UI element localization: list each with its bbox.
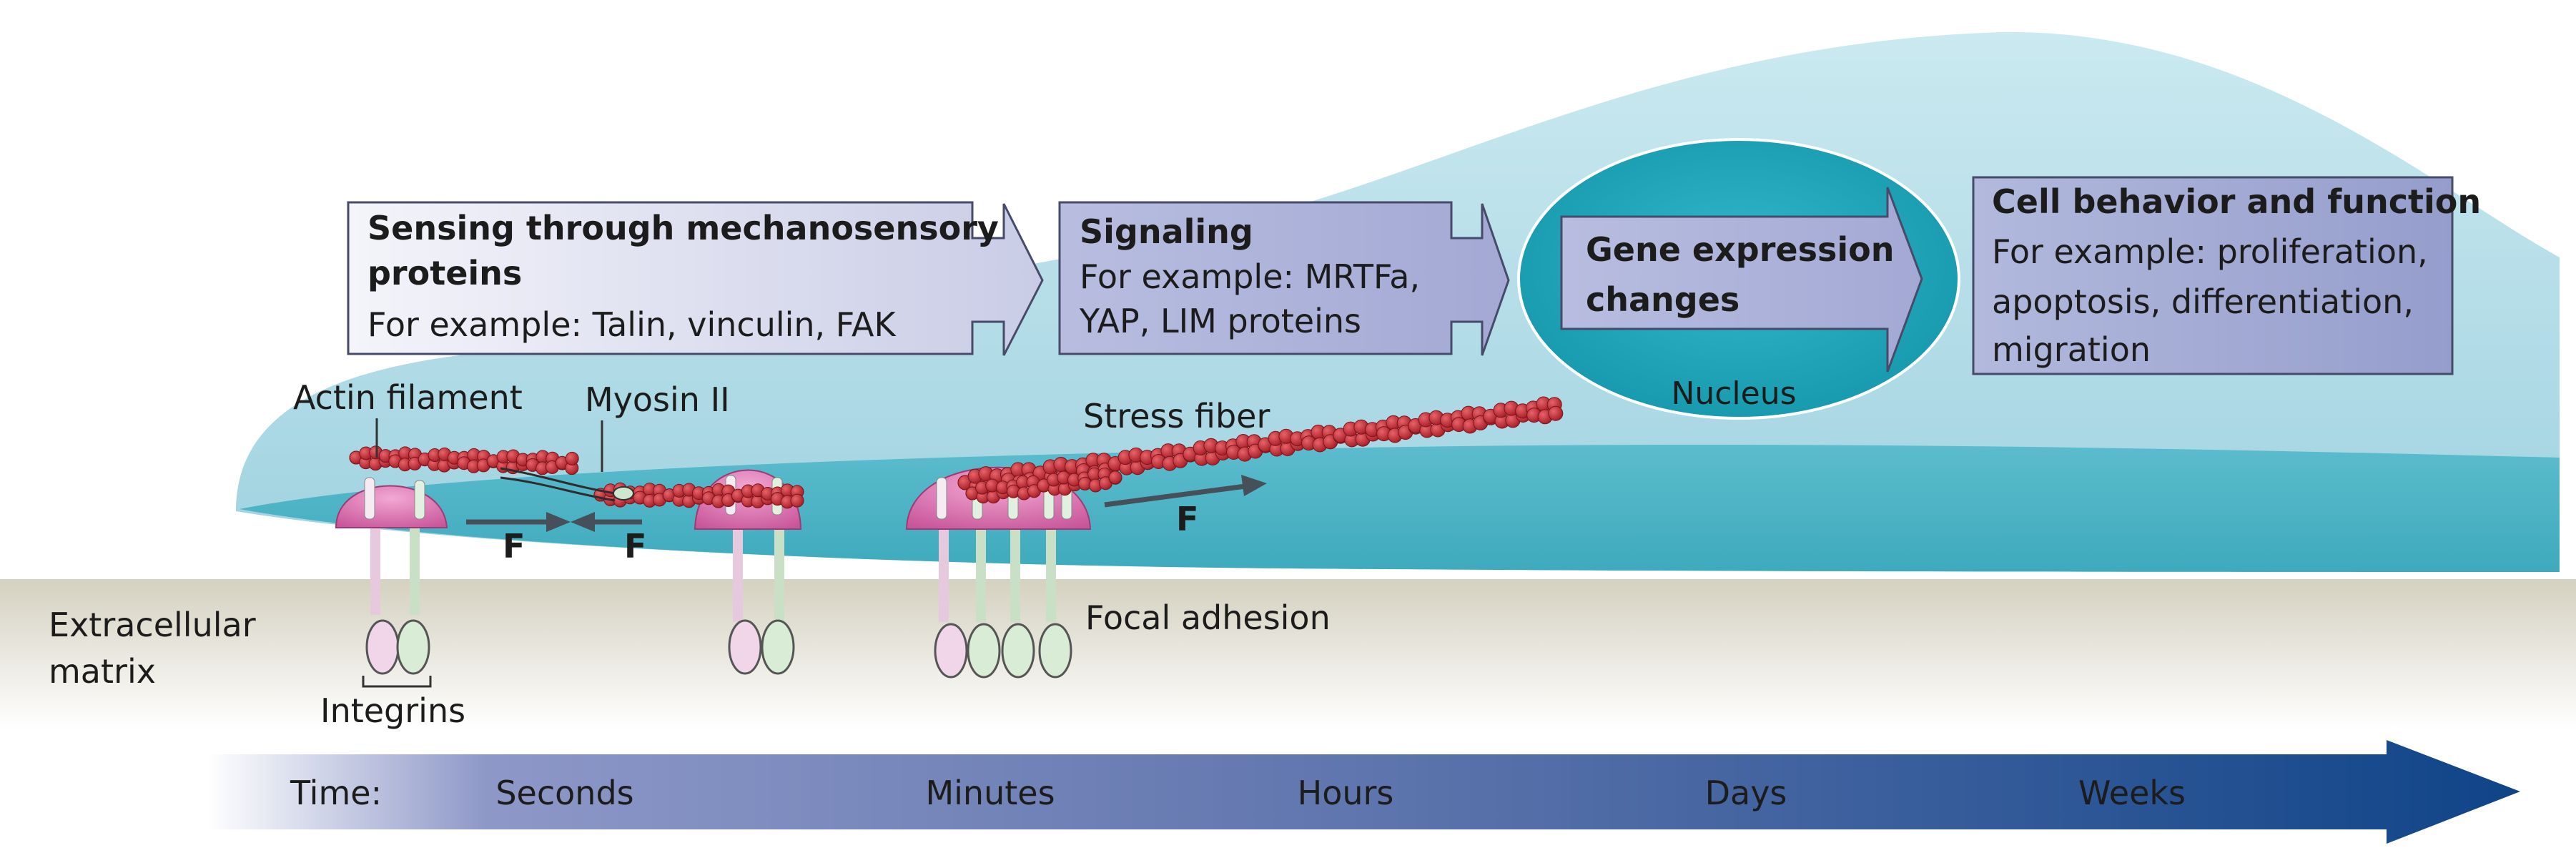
signaling-body-2: YAP, LIM proteins <box>1079 302 1361 340</box>
stage-signaling: Signaling For example: MRTFa, YAP, LIM p… <box>1058 201 1510 356</box>
focal-adhesion-label: Focal adhesion <box>1085 598 1331 637</box>
ecm-label-line2: matrix <box>49 652 156 691</box>
stage-sensing: Sensing through mechanosensory proteins … <box>347 201 1044 356</box>
timeline-arrow-icon <box>207 740 2520 844</box>
myosin-label: Myosin II <box>585 380 730 419</box>
cell-cortex <box>240 444 2560 572</box>
gene-title-1: Gene expression <box>1586 230 1894 269</box>
timeline: Time: Seconds Minutes Hours Days Weeks <box>207 740 2520 844</box>
force-arrow-icon <box>466 512 571 532</box>
stage-arrow-icon <box>1058 201 1510 356</box>
integrin-cluster <box>934 526 1072 679</box>
sensing-title-2: proteins <box>367 254 522 292</box>
timeline-tick-hours: Hours <box>1298 774 1394 812</box>
sensing-title-1: Sensing through mechanosensory <box>367 209 999 247</box>
stage-arrow-icon <box>347 201 1044 356</box>
stage-gene-expression: Gene expression changes <box>1560 187 1923 373</box>
integrins-label: Integrins <box>320 691 465 730</box>
sensing-body-1: For example: Talin, vinculin, FAK <box>367 305 897 344</box>
signaling-title: Signaling <box>1080 212 1253 251</box>
force-label-2: F <box>624 527 646 566</box>
integrins-group <box>365 522 1072 679</box>
stress-fiber-lower <box>965 467 1122 504</box>
stress-fiber-label: Stress fiber <box>1083 397 1270 435</box>
signaling-body-1: For example: MRTFa, <box>1080 257 1420 296</box>
ecm-label-line1: Extracellular <box>49 606 256 644</box>
force-label-1: F <box>503 527 525 566</box>
timeline-tick-weeks: Weeks <box>2078 774 2186 812</box>
stage-arrow-icon <box>1560 187 1923 373</box>
behavior-body-1: For example: proliferation, <box>1992 232 2428 271</box>
force-arrow-icon <box>1104 475 1267 508</box>
timeline-tick-seconds: Seconds <box>495 774 633 812</box>
timeline-tick-days: Days <box>1705 774 1787 812</box>
integrin-pair-2 <box>728 526 795 675</box>
force-arrow-icon <box>571 512 642 532</box>
gene-title-2: changes <box>1586 280 1739 319</box>
behavior-body-2: apoptosis, differentiation, <box>1992 282 2414 321</box>
behavior-title: Cell behavior and function <box>1992 182 2481 221</box>
actin-filaments <box>349 396 1564 509</box>
cell-behavior-box <box>1972 176 2454 375</box>
force-arrows: F F F <box>466 475 1267 566</box>
integrins-bracket <box>362 676 432 688</box>
timeline-tick-minutes: Minutes <box>925 774 1055 812</box>
timeline-label: Time: <box>290 774 382 812</box>
behavior-body-3: migration <box>1992 330 2151 369</box>
nucleus-label: Nucleus <box>1671 375 1796 412</box>
actin-filament-1 <box>349 445 579 475</box>
stage-cell-behavior: Cell behavior and function For example: … <box>1972 176 2481 375</box>
force-label-3: F <box>1176 500 1198 538</box>
actin-filament-label: Actin filament <box>293 378 523 417</box>
integrin-pair-1 <box>365 522 430 675</box>
myosin-ii <box>500 467 634 502</box>
